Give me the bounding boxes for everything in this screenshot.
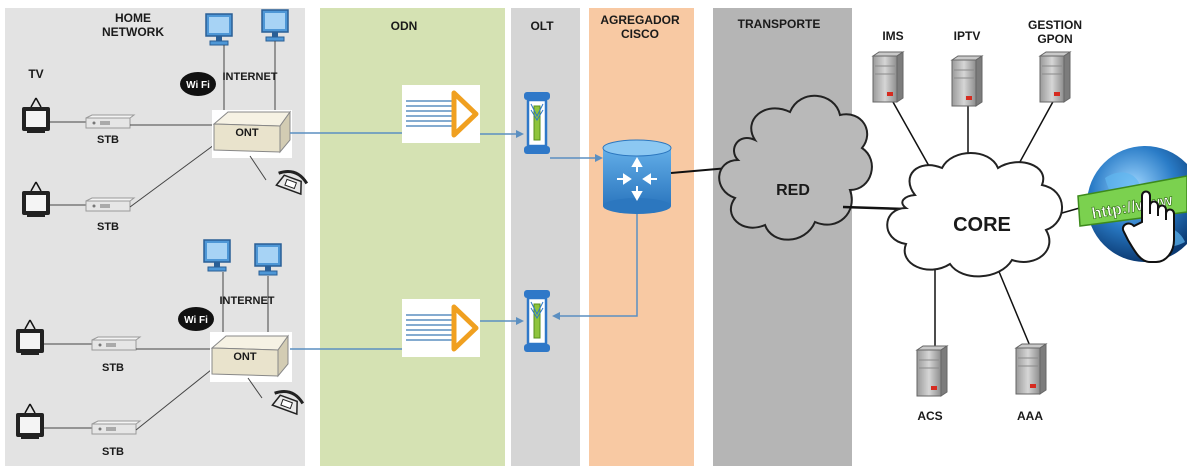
ont-label: ONT [235,127,259,139]
agregador-section [589,8,694,466]
tv-label: TV [28,67,43,81]
cursor-hand-icon [1122,190,1175,263]
aaa-label: AAA [1017,409,1043,423]
acs-label: ACS [917,409,942,423]
internet-label: INTERNET [223,71,278,83]
ont-label: ONT [233,351,257,363]
stb-label: STB [97,221,119,233]
wifi-icon: Wi Fi [178,307,214,331]
fiber-line [558,214,638,317]
wifi-icon: Wi Fi [180,72,216,96]
server-icon [916,345,948,397]
iptv-label: IPTV [954,29,981,43]
splitter-icon [402,85,480,143]
home-network-section [5,8,305,466]
red-label: RED [776,182,810,199]
core-label: CORE [953,214,1011,236]
cisco-router-icon [602,139,672,214]
server-icon [951,55,983,107]
server-icon [1015,343,1047,395]
odn-title: ODN [391,19,418,33]
red-cloud: RED [718,94,873,241]
internet-label: INTERNET [220,295,275,307]
stb-label: STB [97,134,119,146]
stb-icon [85,114,135,129]
transporte-title: TRANSPORTE [738,17,821,31]
olt-section [511,8,580,466]
ims-label: IMS [882,29,903,43]
wifi-label: Wi Fi [186,80,210,91]
wifi-label: Wi Fi [184,315,208,326]
stb-icon [91,420,141,435]
stb-icon [91,336,141,351]
server-icon [872,51,904,103]
server-icon [1039,51,1071,103]
odn-section [320,8,505,466]
link-line [842,205,906,211]
olt-icon [522,288,552,354]
olt-title: OLT [530,19,554,33]
olt-icon [522,90,552,156]
stb-label: STB [102,446,124,458]
splitter-icon [402,299,480,357]
stb-icon [85,197,135,212]
stb-label: STB [102,362,124,374]
core-cloud: CORE [886,152,1063,278]
